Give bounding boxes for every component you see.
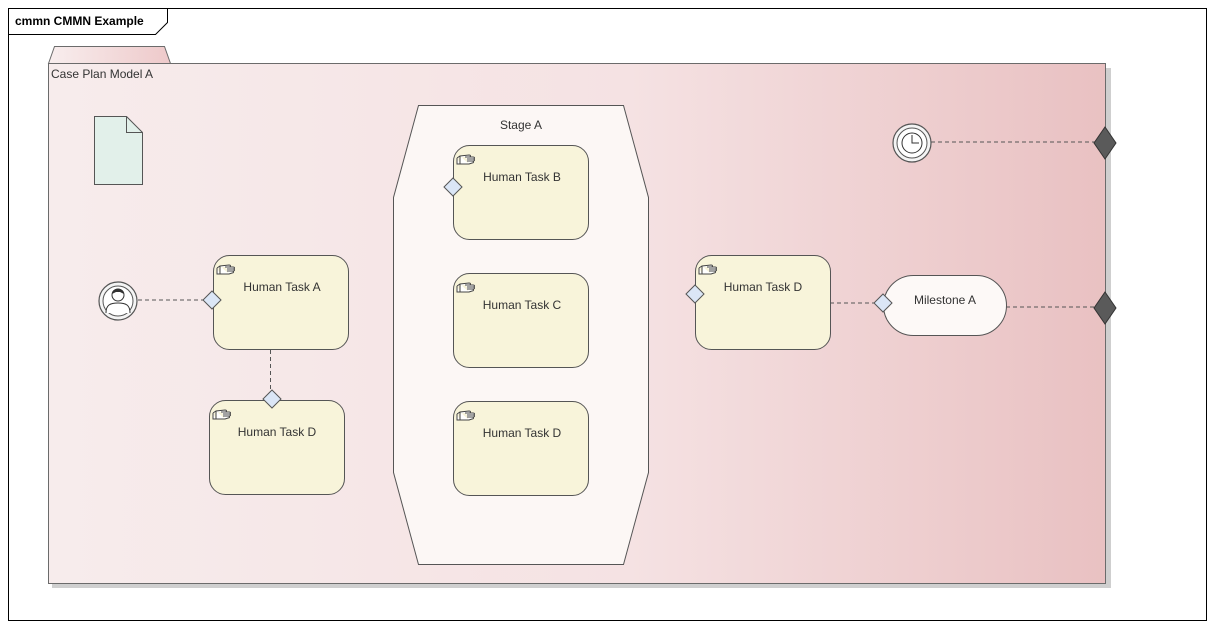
task-label: Human Task D [483, 426, 562, 440]
human-task-b[interactable]: Human Task B [453, 145, 589, 240]
diamond-icon[interactable] [202, 290, 222, 310]
case-plan-tab [47, 46, 172, 64]
task-label: Human Task D [724, 280, 803, 294]
human-task-d-right[interactable]: Human Task D [695, 255, 831, 350]
diamond-icon[interactable] [685, 284, 705, 304]
frame-title: cmmn CMMN Example [15, 14, 144, 28]
task-label: Human Task C [483, 298, 562, 312]
human-task-d-stage[interactable]: Human Task D [453, 401, 589, 496]
human-task-d-left[interactable]: Human Task D [209, 400, 345, 495]
filled-diamond-icon[interactable] [1093, 291, 1117, 325]
case-file-item-icon[interactable] [94, 116, 143, 185]
task-label: Human Task B [483, 170, 561, 184]
case-plan-label: Case Plan Model A [51, 67, 153, 81]
connectors [138, 141, 1096, 392]
milestone-a[interactable]: Milestone A [883, 275, 1007, 336]
exit-sentries [1093, 126, 1117, 325]
human-task-c[interactable]: Human Task C [453, 273, 589, 368]
diamond-icon[interactable] [262, 389, 282, 409]
human-task-a[interactable]: Human Task A [213, 255, 349, 350]
entry-sentries [202, 177, 893, 409]
diamond-icon[interactable] [873, 293, 893, 313]
milestone-label: Milestone A [914, 293, 976, 307]
timer-event-listener-icon[interactable] [892, 123, 932, 163]
stage-label: Stage A [500, 118, 542, 132]
task-label: Human Task A [243, 280, 320, 294]
diamond-icon[interactable] [443, 177, 463, 197]
filled-diamond-icon[interactable] [1093, 126, 1117, 160]
task-label: Human Task D [238, 425, 317, 439]
user-event-listener-icon[interactable] [98, 281, 138, 321]
